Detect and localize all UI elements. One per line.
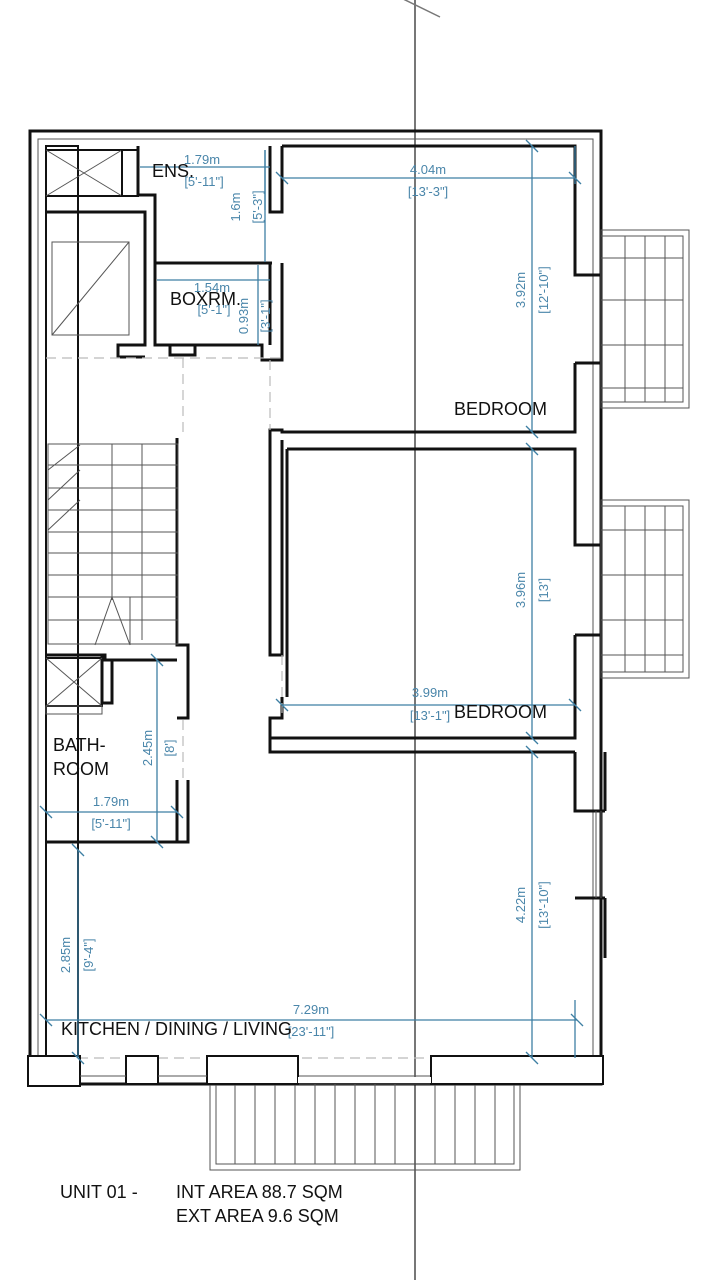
ens-width-m: 1.79m (184, 152, 220, 167)
box-width-m: 1.54m (194, 280, 230, 295)
bed1-width-ft: [13'-3"] (408, 184, 448, 199)
bath-width-ft: [5'-11"] (91, 816, 130, 831)
kitchen-depth-ft: [9'-4"] (81, 938, 96, 971)
bathroom-label-line2: ROOM (53, 759, 109, 779)
bath-depth-m: 2.45m (140, 730, 155, 766)
bed1-depth-ft: [12'-10"] (536, 266, 551, 314)
bath-width-m: 1.79m (93, 794, 129, 809)
bed2-width-ft: [13'-1"] (410, 708, 450, 723)
bathroom-label-line1: BATH- (53, 735, 106, 755)
bedroom-1-label: BEDROOM (454, 399, 547, 419)
bed2-width-m: 3.99m (412, 685, 448, 700)
window-right (595, 811, 602, 898)
boxroom-label: BOXRM. (170, 289, 241, 309)
ext-area: EXT AREA 9.6 SQM (176, 1206, 339, 1226)
dashed-boundaries (46, 357, 430, 1059)
living-width-ft: [23'-11"] (288, 1024, 335, 1039)
balcony-lower (600, 499, 690, 679)
balcony-upper (600, 229, 690, 409)
kitchen-label: KITCHEN / DINING / LIVING (61, 1019, 292, 1039)
fixtures (45, 149, 139, 715)
ensuite-label: ENS. (152, 161, 194, 181)
bed2-depth-ft: [13'] (536, 578, 551, 602)
bath-depth-ft: [8'] (162, 740, 177, 757)
reference-line (403, 0, 441, 1280)
kitchen-depth-m: 2.85m (58, 937, 73, 973)
ens-depth-ft: [5'-3"] (250, 190, 265, 223)
bed2-depth-m: 3.96m (513, 572, 528, 608)
box-depth-m: 0.93m (236, 298, 251, 334)
bed1-width-m: 4.04m (410, 162, 446, 177)
unit-label: UNIT 01 - (60, 1182, 138, 1202)
dimension-lines (39, 139, 584, 1065)
living-depth-m: 4.22m (513, 887, 528, 923)
room-labels: ENS. BOXRM. BEDROOM BEDROOM BATH- ROOM K… (53, 161, 547, 1039)
balcony-bottom (27, 1055, 604, 1171)
interior-walls (46, 144, 607, 958)
staircase (47, 443, 179, 646)
box-depth-ft: [3'-1"] (258, 299, 273, 332)
dimension-labels: 1.79m [5'-11"] 1.6m [5'-3"] 4.04m [13'-3… (58, 152, 551, 1039)
living-depth-ft: [13'-10"] (536, 881, 551, 929)
ens-depth-m: 1.6m (228, 193, 243, 222)
living-width-m: 7.29m (293, 1002, 329, 1017)
box-width-ft: [5'-1"] (197, 302, 230, 317)
bedroom-2-label: BEDROOM (454, 702, 547, 722)
ens-width-ft: [5'-11"] (184, 174, 223, 189)
area-summary: UNIT 01 - INT AREA 88.7 SQM EXT AREA 9.6… (60, 1182, 343, 1226)
bed1-depth-m: 3.92m (513, 272, 528, 308)
int-area: INT AREA 88.7 SQM (176, 1182, 343, 1202)
